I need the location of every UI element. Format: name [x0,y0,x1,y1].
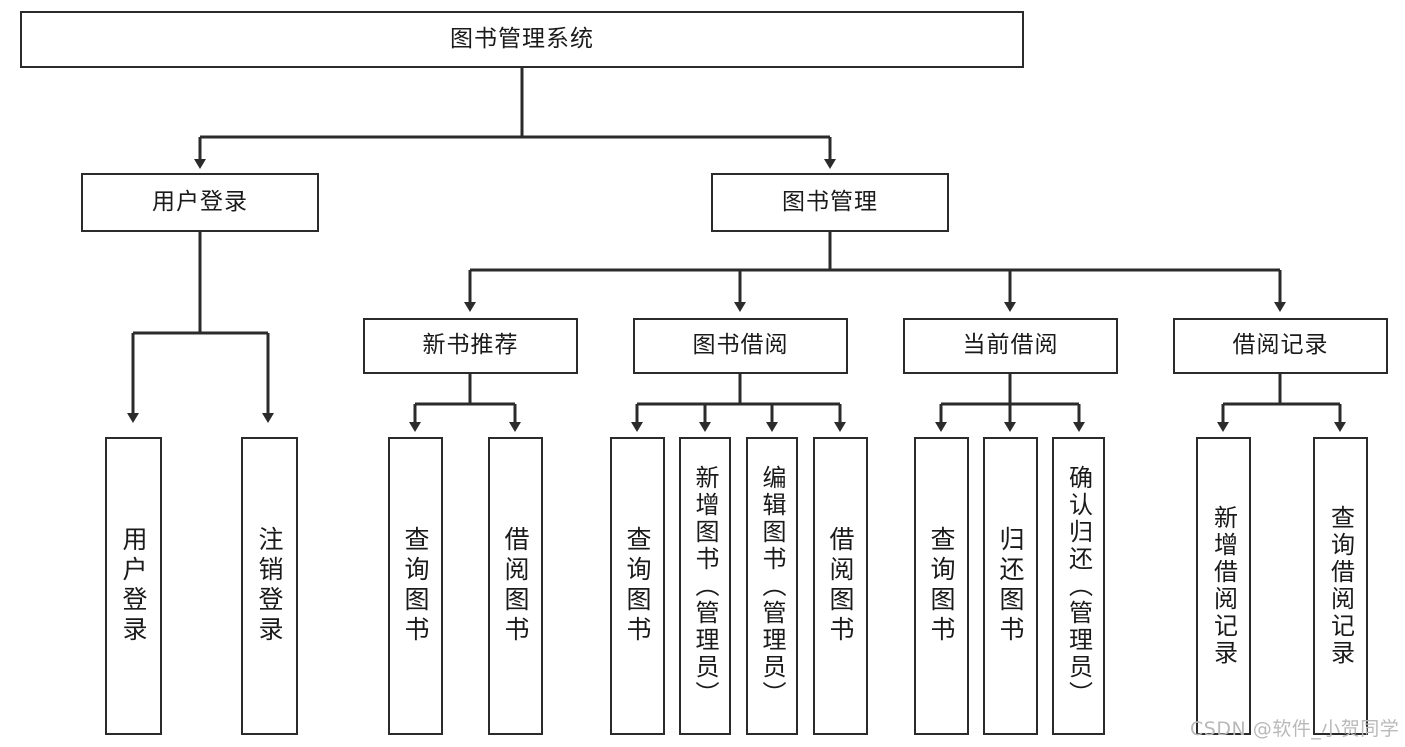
node-label: 编辑图书（管理员） [758,464,786,708]
node-label: 图书借阅 [692,332,789,359]
node-label: 查询图书 [623,526,652,646]
node-book-borrow[interactable]: 图书借阅 [633,318,848,374]
node-label: 注销登录 [255,526,284,646]
csdn-watermark: CSDN @软件_小贺同学 [1190,718,1400,740]
node-label: 图书管理系统 [450,25,594,52]
node-new-book-recommend[interactable]: 新书推荐 [363,318,578,374]
leaf-book-borrow-edit-book[interactable]: 编辑图书（管理员） [746,437,798,735]
node-label: 确认归还（管理员） [1064,464,1093,708]
node-label: 用户登录 [119,526,148,646]
node-book-management-system[interactable]: 图书管理系统 [20,11,1024,68]
node-label: 查询借阅记录 [1326,505,1355,667]
node-label: 新增借阅记录 [1209,505,1238,667]
node-label: 当前借阅 [962,332,1059,359]
node-label: 用户登录 [152,188,248,215]
leaf-current-borrow-return-book[interactable]: 归还图书 [983,437,1038,735]
node-label: 图书管理 [782,188,878,215]
leaf-new-book-query-book[interactable]: 查询图书 [388,437,443,735]
leaf-current-borrow-confirm-return[interactable]: 确认归还（管理员） [1052,437,1105,735]
leaf-borrow-record-add-record[interactable]: 新增借阅记录 [1196,437,1251,735]
node-current-borrow[interactable]: 当前借阅 [903,318,1118,374]
leaf-borrow-record-query-record[interactable]: 查询借阅记录 [1313,437,1368,735]
node-book-management[interactable]: 图书管理 [711,173,949,232]
leaf-book-borrow-query-book[interactable]: 查询图书 [610,437,665,735]
node-label: 查询图书 [927,526,956,646]
node-label: 借阅记录 [1232,332,1329,359]
leaf-book-borrow-borrow-book[interactable]: 借阅图书 [813,437,868,735]
node-user-login[interactable]: 用户登录 [81,173,319,232]
leaf-user-login-logout[interactable]: 注销登录 [241,437,298,735]
node-label: 借阅图书 [501,526,530,646]
node-borrow-record[interactable]: 借阅记录 [1173,318,1388,374]
node-label: 新增图书（管理员） [691,464,719,708]
leaf-user-login-login[interactable]: 用户登录 [105,437,162,735]
leaf-book-borrow-add-book[interactable]: 新增图书（管理员） [679,437,731,735]
leaf-new-book-borrow-book[interactable]: 借阅图书 [488,437,543,735]
leaf-current-borrow-query-book[interactable]: 查询图书 [914,437,969,735]
node-label: 新书推荐 [422,332,519,359]
node-label: 借阅图书 [826,526,855,646]
node-label: 归还图书 [996,526,1025,646]
node-label: 查询图书 [401,526,430,646]
